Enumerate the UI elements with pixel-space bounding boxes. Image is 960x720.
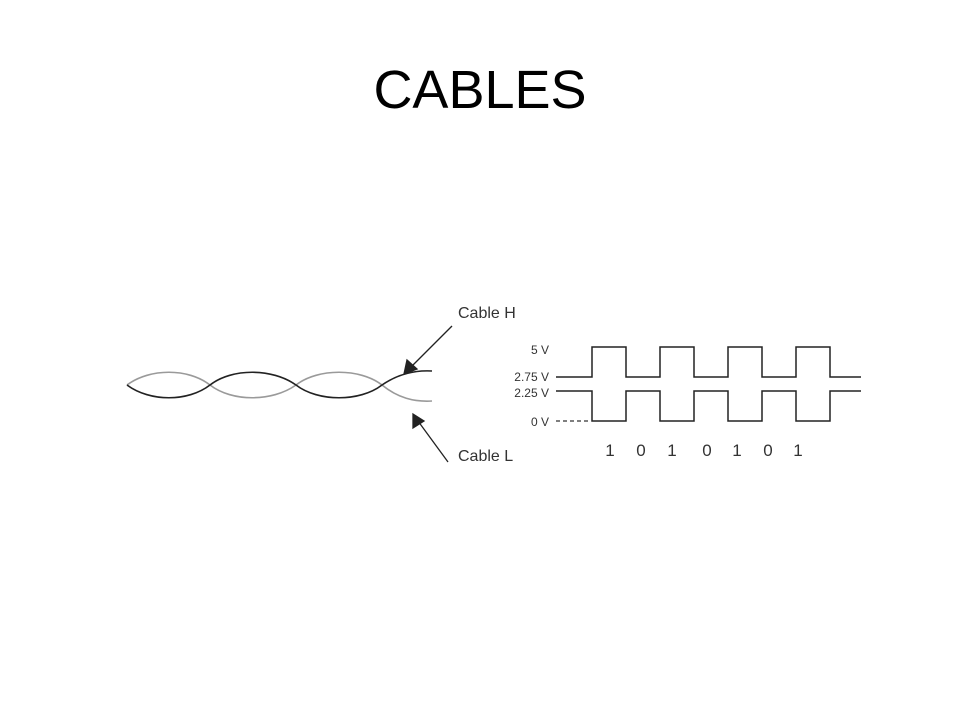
cable-low-label: Cable L (458, 448, 513, 465)
can-high-waveform (556, 346, 861, 378)
bit-label: 1 (793, 441, 802, 460)
bit-label: 0 (763, 441, 772, 460)
bit-label: 1 (732, 441, 741, 460)
pointer-arrows (403, 325, 453, 463)
voltage-label-2-25v: 2.25 V (514, 386, 549, 400)
bit-label: 1 (605, 441, 614, 460)
bit-label: 0 (636, 441, 645, 460)
bit-label: 0 (702, 441, 711, 460)
twisted-pair (126, 370, 433, 402)
cable-high-arrow (409, 325, 453, 369)
voltage-axis: 5 V 2.75 V 2.25 V 0 V (514, 343, 549, 429)
bit-sequence: 1 0 1 0 1 0 1 (605, 441, 802, 460)
cable-high-arrowhead (403, 358, 419, 376)
slide-title: CABLES (373, 60, 587, 120)
voltage-label-2-75v: 2.75 V (514, 370, 549, 384)
voltage-label-5v: 5 V (531, 343, 549, 357)
can-low-waveform (556, 390, 861, 422)
bit-label: 1 (667, 441, 676, 460)
cable-low-arrowhead (412, 412, 426, 430)
voltage-label-0v: 0 V (531, 415, 549, 429)
cable-low-arrow (417, 420, 449, 463)
cable-high-wire (126, 370, 433, 399)
cable-high-label: Cable H (458, 305, 516, 322)
